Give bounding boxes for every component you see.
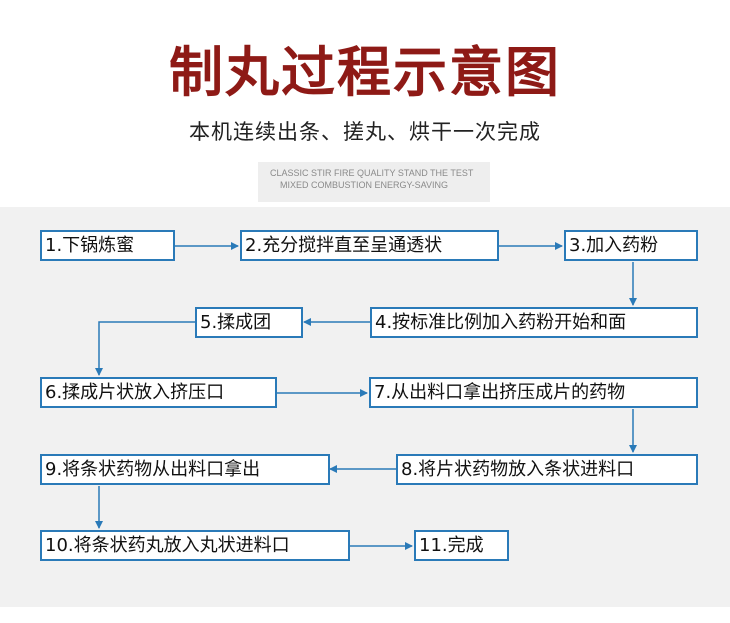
step-1-box: 1.下锅炼蜜 xyxy=(40,230,175,261)
step-11-box: 11.完成 xyxy=(414,530,509,561)
page-subtitle: 本机连续出条、搓丸、烘干一次完成 xyxy=(189,120,541,144)
step-3-box: 3.加入药粉 xyxy=(564,230,698,261)
step-10-box: 10.将条状药丸放入丸状进料口 xyxy=(40,530,350,561)
step-5-box: 5.揉成团 xyxy=(195,307,303,338)
tagline-banner: CLASSIC STIR FIRE QUALITY STAND THE TEST… xyxy=(258,162,490,202)
step-7-box: 7.从出料口拿出挤压成片的药物 xyxy=(369,377,698,408)
tagline-line-1: CLASSIC STIR FIRE QUALITY STAND THE TEST xyxy=(270,168,474,178)
step-8-box: 8.将片状药物放入条状进料口 xyxy=(396,454,698,485)
step-6-box: 6.揉成片状放入挤压口 xyxy=(40,377,277,408)
page-title: 制丸过程示意图 xyxy=(169,41,561,104)
step-4-box: 4.按标准比例加入药粉开始和面 xyxy=(370,307,698,338)
step-2-box: 2.充分搅拌直至呈通透状 xyxy=(240,230,499,261)
tagline-line-2: MIXED COMBUSTION ENERGY-SAVING xyxy=(280,180,449,190)
arrow-5-6 xyxy=(95,321,195,376)
step-9-box: 9.将条状药物从出料口拿出 xyxy=(40,454,330,485)
